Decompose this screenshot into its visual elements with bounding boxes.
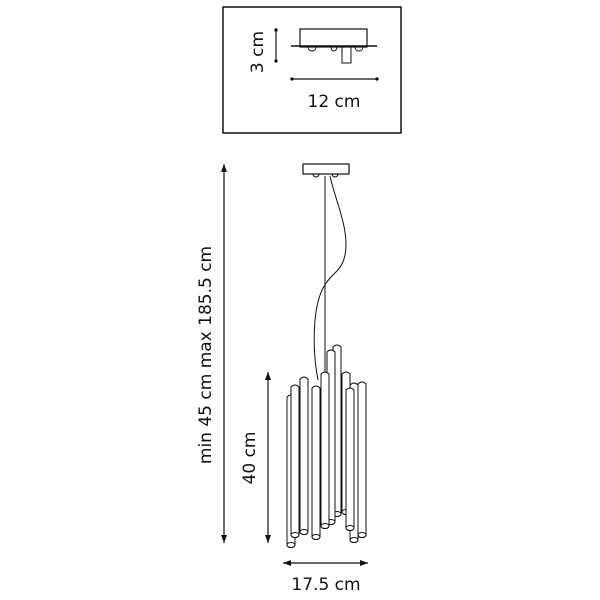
- tube: [345, 387, 355, 531]
- tube: [290, 384, 300, 538]
- tube-end: [320, 523, 330, 529]
- tube-cluster: [286, 344, 367, 548]
- total-height-label: min 45 cm max 185.5 cm: [196, 246, 216, 464]
- power-cable: [313, 175, 347, 381]
- body-height-label: 40 cm: [240, 432, 260, 485]
- tube-end: [349, 537, 359, 543]
- canopy-height-label: 3 cm: [248, 31, 268, 73]
- diameter-dimension: 17.5 cm: [283, 560, 368, 595]
- canopy-detail-box: 3 cm 12 cm: [222, 6, 402, 134]
- tube-end: [299, 529, 309, 535]
- tube: [299, 376, 309, 535]
- canopy-width-label: 12 cm: [308, 92, 361, 112]
- tube-end: [311, 534, 321, 540]
- body-height-dimension: 40 cm: [240, 372, 271, 543]
- ceiling-canopy: [302, 163, 350, 175]
- tube: [320, 371, 330, 529]
- tube-end: [286, 542, 296, 548]
- tube-end: [290, 532, 300, 538]
- total-height-dimension: min 45 cm max 185.5 cm: [196, 164, 227, 543]
- diameter-label: 17.5 cm: [291, 575, 360, 595]
- tube: [311, 385, 321, 540]
- pendant-lamp: [286, 163, 367, 548]
- tube: [357, 381, 367, 538]
- tube-end: [357, 532, 367, 538]
- tube-end: [345, 525, 355, 531]
